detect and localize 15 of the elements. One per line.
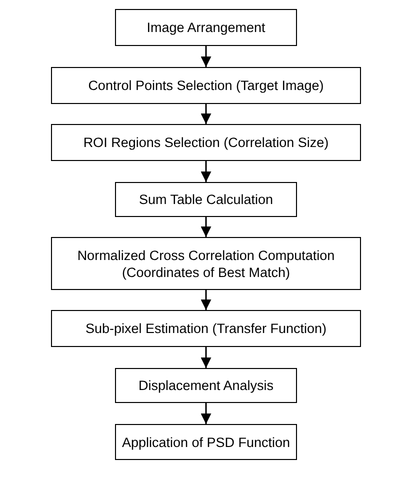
arrow	[200, 104, 212, 124]
arrow	[200, 217, 212, 237]
process-box: Sum Table Calculation	[115, 182, 297, 217]
arrow	[200, 403, 212, 424]
arrow	[200, 46, 212, 67]
arrow	[200, 161, 212, 182]
arrow	[200, 347, 212, 368]
process-box: Control Points Selection (Target Image)	[51, 67, 361, 104]
arrow	[200, 290, 212, 310]
process-box: Image Arrangement	[115, 9, 297, 46]
process-box: Displacement Analysis	[115, 368, 297, 403]
process-box: Application of PSD Function	[115, 424, 297, 460]
process-box: ROI Regions Selection (Correlation Size)	[51, 124, 361, 161]
process-box: Normalized Cross Correlation Computation (Coordinates of Best Match)	[51, 237, 361, 290]
process-box: Sub-pixel Estimation (Transfer Function)	[51, 310, 361, 347]
